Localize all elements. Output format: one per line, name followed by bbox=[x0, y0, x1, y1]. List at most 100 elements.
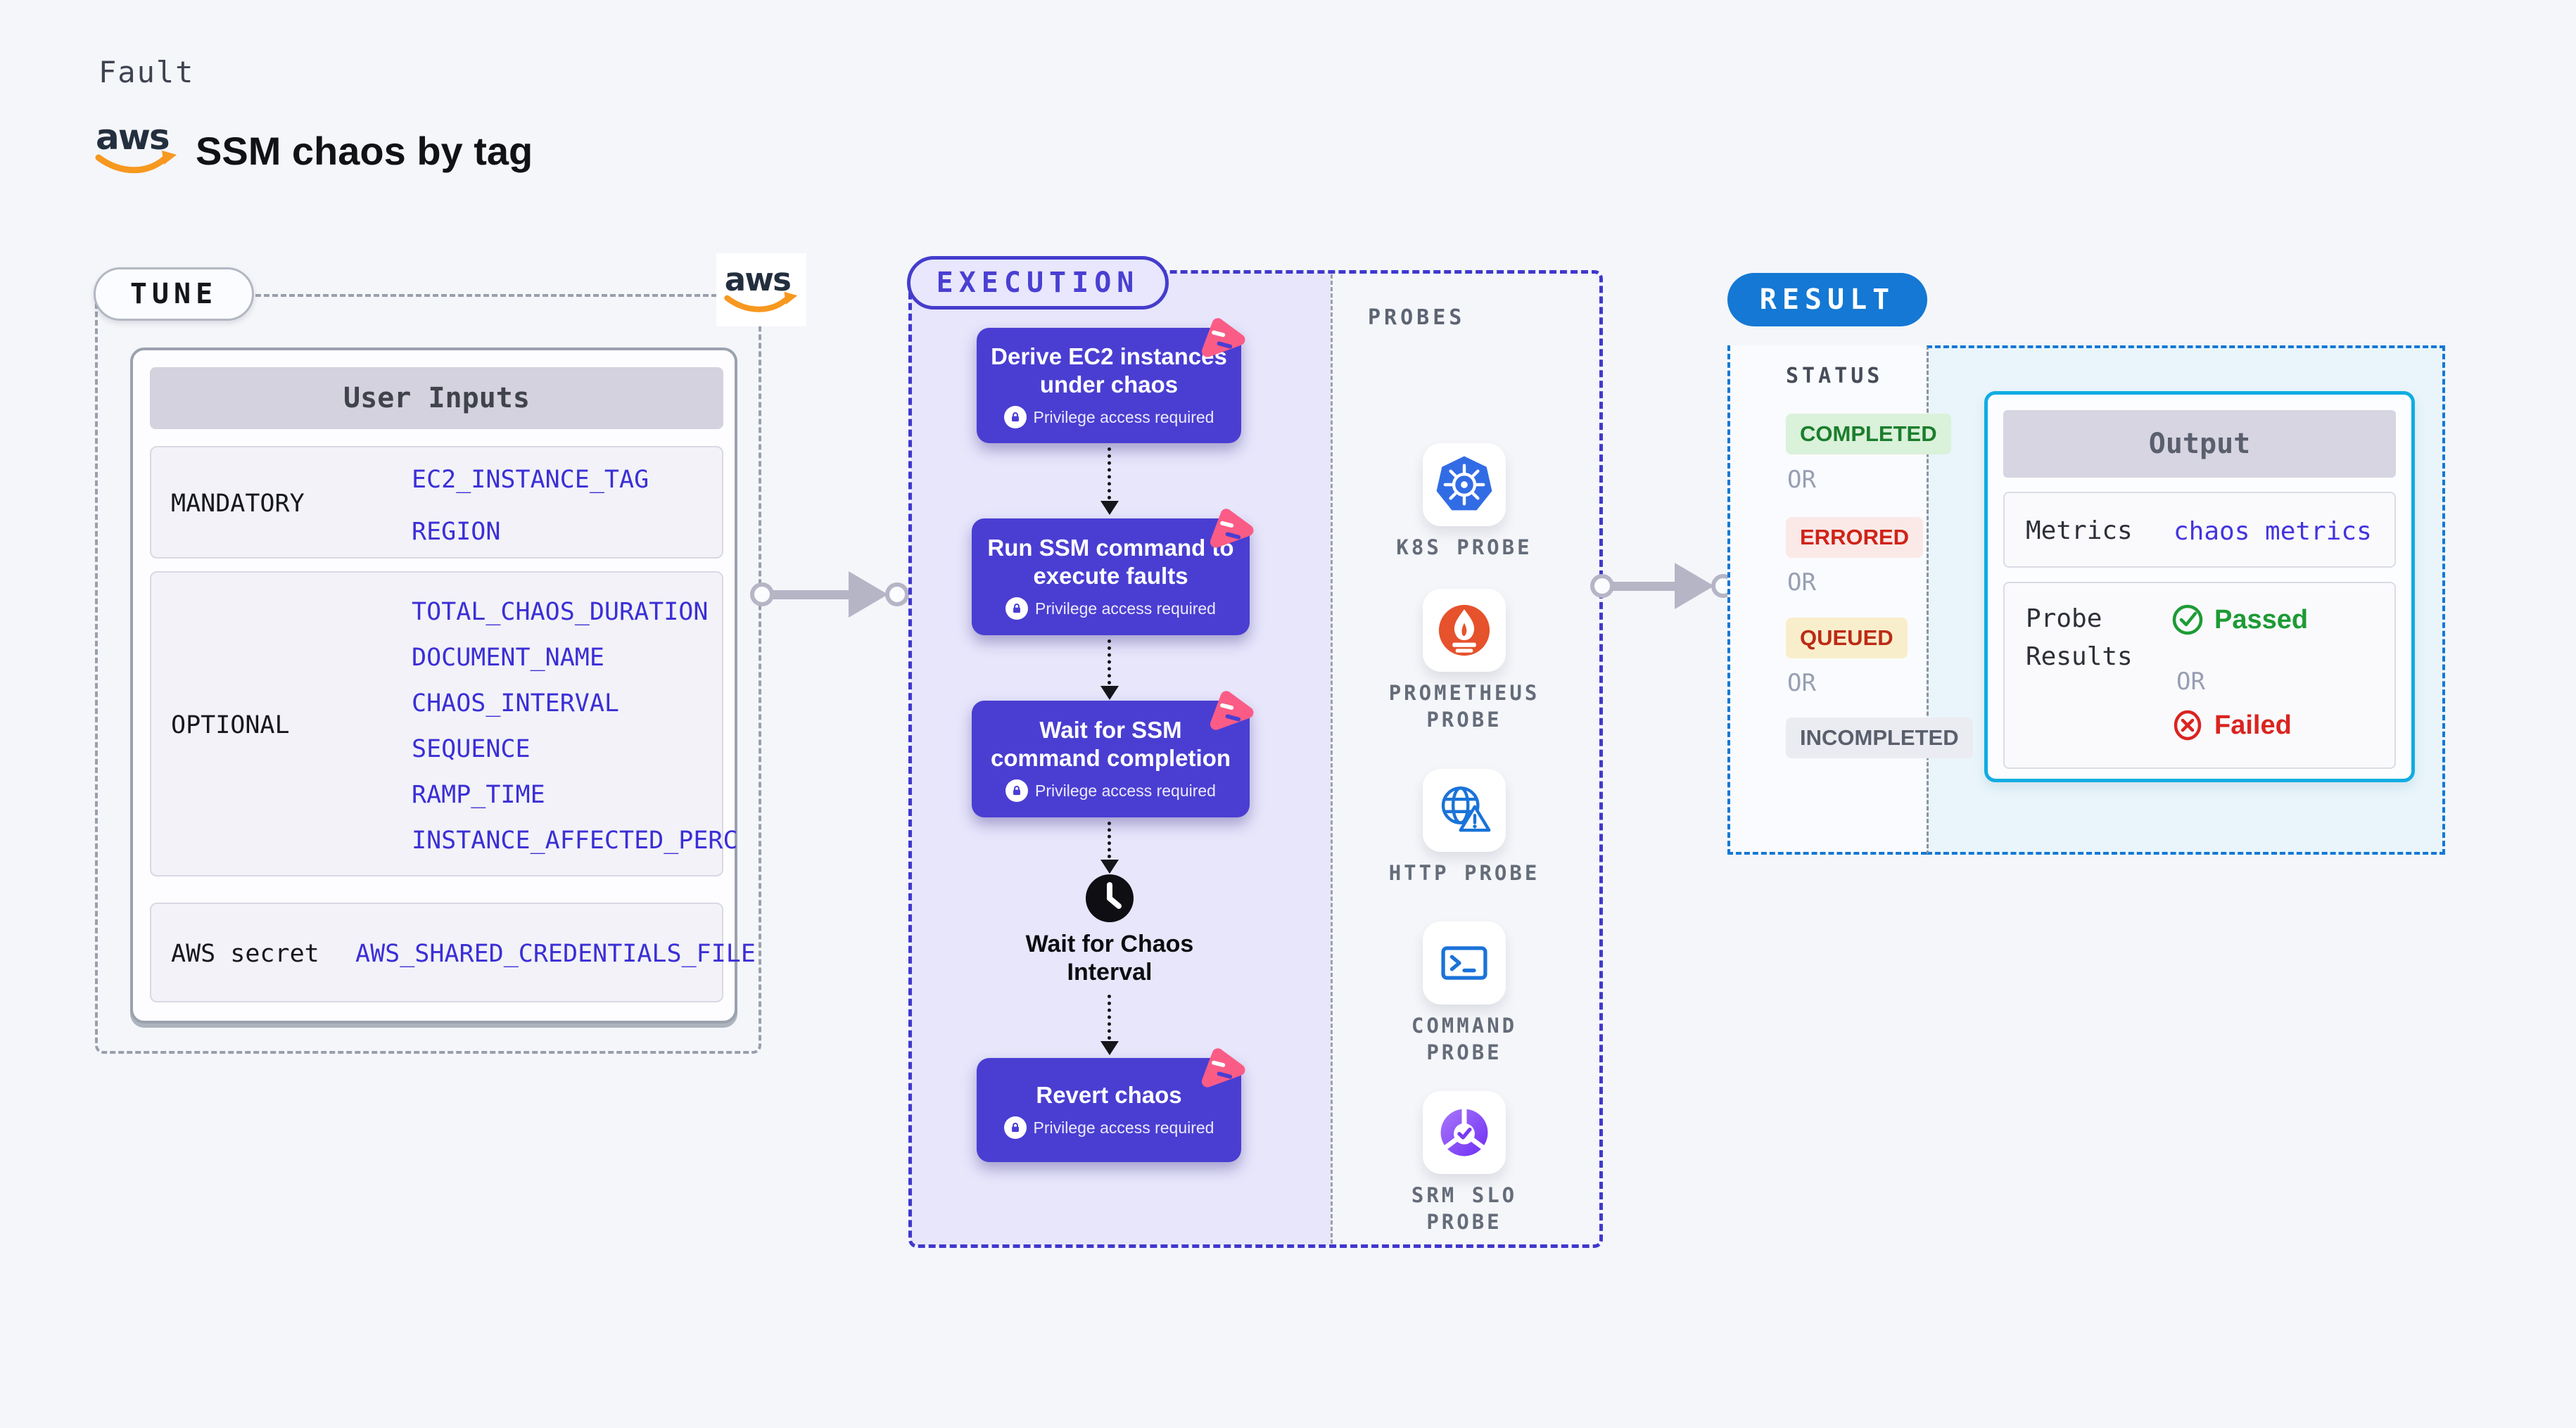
privilege-badge-text: Privilege access required bbox=[1033, 1118, 1214, 1137]
passed-label: Passed bbox=[2214, 604, 2309, 635]
probe-label: COMMAND PROBE bbox=[1411, 1014, 1518, 1064]
result-zone-pill: RESULT bbox=[1727, 273, 1927, 326]
probe-label: K8S PROBE bbox=[1396, 535, 1533, 559]
row-value: REGION bbox=[412, 518, 501, 546]
result-zone-label: RESULT bbox=[1759, 283, 1896, 316]
arrow-ring-icon bbox=[885, 582, 909, 606]
page-title: SSM chaos by tag bbox=[196, 129, 533, 173]
step-revert-chaos: Revert chaos Privilege access required bbox=[977, 1048, 1245, 1162]
step-derive-ec2: Derive EC2 instances under chaos Privile… bbox=[977, 318, 1245, 443]
step-connector-arrow-icon bbox=[1100, 1041, 1119, 1055]
probe-label: PROMETHEUS PROBE bbox=[1388, 681, 1540, 732]
aws-logo-icon: aws bbox=[94, 117, 179, 179]
x-circle-icon bbox=[2174, 710, 2202, 741]
row-label: OPTIONAL bbox=[171, 711, 290, 739]
step-connector-arrow-icon bbox=[1100, 686, 1119, 700]
srm-slo-icon bbox=[1423, 1091, 1506, 1174]
probe-results-row: Probe Results Passed OR Failed bbox=[2003, 582, 2396, 769]
row-value: INSTANCE_AFFECTED_PERC bbox=[412, 827, 738, 855]
user-inputs-table: User Inputs MANDATORY EC2_INSTANCE_TAG R… bbox=[130, 348, 756, 1024]
step-wait-ssm: Wait for SSM command completion Privileg… bbox=[972, 691, 1254, 817]
table-row-mandatory: MANDATORY EC2_INSTANCE_TAG REGION bbox=[150, 446, 723, 559]
privilege-badge: Privilege access required bbox=[1005, 779, 1216, 803]
metrics-label: Metrics bbox=[2026, 516, 2133, 545]
step-connector bbox=[1108, 822, 1111, 858]
status-label: STATUS bbox=[1786, 364, 1884, 388]
execution-probes-divider bbox=[1331, 274, 1333, 1244]
step-connector bbox=[1108, 995, 1111, 1040]
terminal-icon bbox=[1423, 922, 1506, 1005]
execution-zone-label: EXECUTION bbox=[936, 267, 1140, 299]
tune-zone-label: TUNE bbox=[129, 278, 218, 310]
chaos-metrics-link[interactable]: chaos metrics bbox=[2174, 516, 2372, 546]
probes-zone-label: PROBES bbox=[1368, 305, 1466, 330]
or-separator: OR bbox=[1787, 568, 1816, 597]
tune-zone-pill: TUNE bbox=[94, 267, 254, 321]
execution-zone-pill: EXECUTION bbox=[907, 256, 1169, 310]
row-value: TOTAL_CHAOS_DURATION bbox=[412, 598, 709, 626]
privilege-badge-text: Privilege access required bbox=[1035, 599, 1216, 618]
probe-results-label: Probe Results bbox=[2026, 604, 2133, 671]
row-value: AWS_SHARED_CREDENTIALS_FILE bbox=[355, 940, 756, 968]
svg-text:aws: aws bbox=[96, 118, 169, 158]
http-globe-warning-icon bbox=[1423, 769, 1506, 852]
status-badge-completed: COMPLETED bbox=[1786, 414, 1951, 454]
metrics-row: Metrics chaos metrics bbox=[2003, 492, 2396, 568]
probe-label: SRM SLO PROBE bbox=[1411, 1183, 1518, 1234]
step-title: Run SSM command to execute faults bbox=[987, 534, 1234, 589]
output-box: Output Metrics chaos metrics Probe Resul… bbox=[1984, 391, 2415, 782]
or-separator: OR bbox=[1787, 669, 1816, 697]
aws-logo-icon: aws bbox=[716, 253, 806, 326]
status-badge-queued: QUEUED bbox=[1786, 618, 1908, 658]
output-header: Output bbox=[2003, 410, 2396, 478]
row-label: MANDATORY bbox=[171, 490, 305, 518]
privilege-badge: Privilege access required bbox=[1003, 406, 1214, 429]
prometheus-icon bbox=[1423, 589, 1506, 672]
chaos-fault-icon bbox=[1200, 687, 1260, 749]
privilege-badge: Privilege access required bbox=[1003, 1116, 1214, 1140]
status-badge-incompleted: INCOMPLETED bbox=[1786, 718, 1973, 758]
privilege-badge-text: Privilege access required bbox=[1033, 407, 1214, 426]
failed-result: Failed bbox=[2171, 708, 2292, 742]
probe-label: HTTP PROBE bbox=[1388, 861, 1540, 885]
step-connector-arrow-icon bbox=[1100, 501, 1119, 515]
user-inputs-header: User Inputs bbox=[150, 367, 723, 429]
execution-zone-border bbox=[908, 270, 1603, 1248]
row-value: CHAOS_INTERVAL bbox=[412, 689, 620, 718]
privilege-badge: Privilege access required bbox=[1005, 597, 1216, 620]
or-separator: OR bbox=[2176, 668, 2205, 696]
privilege-badge-text: Privilege access required bbox=[1035, 781, 1216, 800]
step-title: Derive EC2 instances under chaos bbox=[991, 343, 1227, 397]
step-run-ssm: Run SSM command to execute faults Privil… bbox=[972, 509, 1254, 635]
kubernetes-icon bbox=[1423, 443, 1506, 526]
or-separator: OR bbox=[1787, 466, 1816, 494]
failed-label: Failed bbox=[2214, 710, 2292, 740]
step-connector-arrow-icon bbox=[1100, 860, 1119, 874]
row-value: EC2_INSTANCE_TAG bbox=[412, 466, 649, 494]
arrow-head-icon bbox=[1675, 563, 1714, 609]
arrow-ring-icon bbox=[1590, 574, 1614, 598]
table-row-optional: OPTIONAL TOTAL_CHAOS_DURATION DOCUMENT_N… bbox=[150, 571, 738, 876]
fault-kicker: Fault bbox=[99, 55, 195, 89]
arrow-shaft bbox=[1613, 581, 1676, 591]
lock-icon bbox=[1003, 1116, 1027, 1140]
step-connector bbox=[1108, 639, 1111, 684]
row-label: AWS secret bbox=[171, 940, 319, 968]
flow-arrow-execution-to-result bbox=[1590, 563, 1735, 609]
row-value: RAMP_TIME bbox=[412, 781, 545, 809]
step-connector bbox=[1108, 447, 1111, 499]
svg-text:aws: aws bbox=[725, 262, 790, 298]
chaos-fault-icon bbox=[1192, 314, 1251, 376]
table-row-aws-secret: AWS secret AWS_SHARED_CREDENTIALS_FILE bbox=[150, 903, 756, 1002]
arrow-shaft bbox=[773, 589, 850, 599]
step-title: Revert chaos bbox=[1036, 1081, 1182, 1108]
status-badge-errored: ERRORED bbox=[1786, 517, 1924, 558]
clock-icon bbox=[1086, 874, 1134, 922]
lock-icon bbox=[1005, 597, 1029, 620]
chaos-fault-icon bbox=[1192, 1044, 1251, 1107]
flow-arrow-tune-to-execution bbox=[750, 571, 909, 618]
lock-icon bbox=[1005, 779, 1029, 803]
row-value: DOCUMENT_NAME bbox=[412, 644, 604, 672]
row-value: SEQUENCE bbox=[412, 735, 531, 763]
